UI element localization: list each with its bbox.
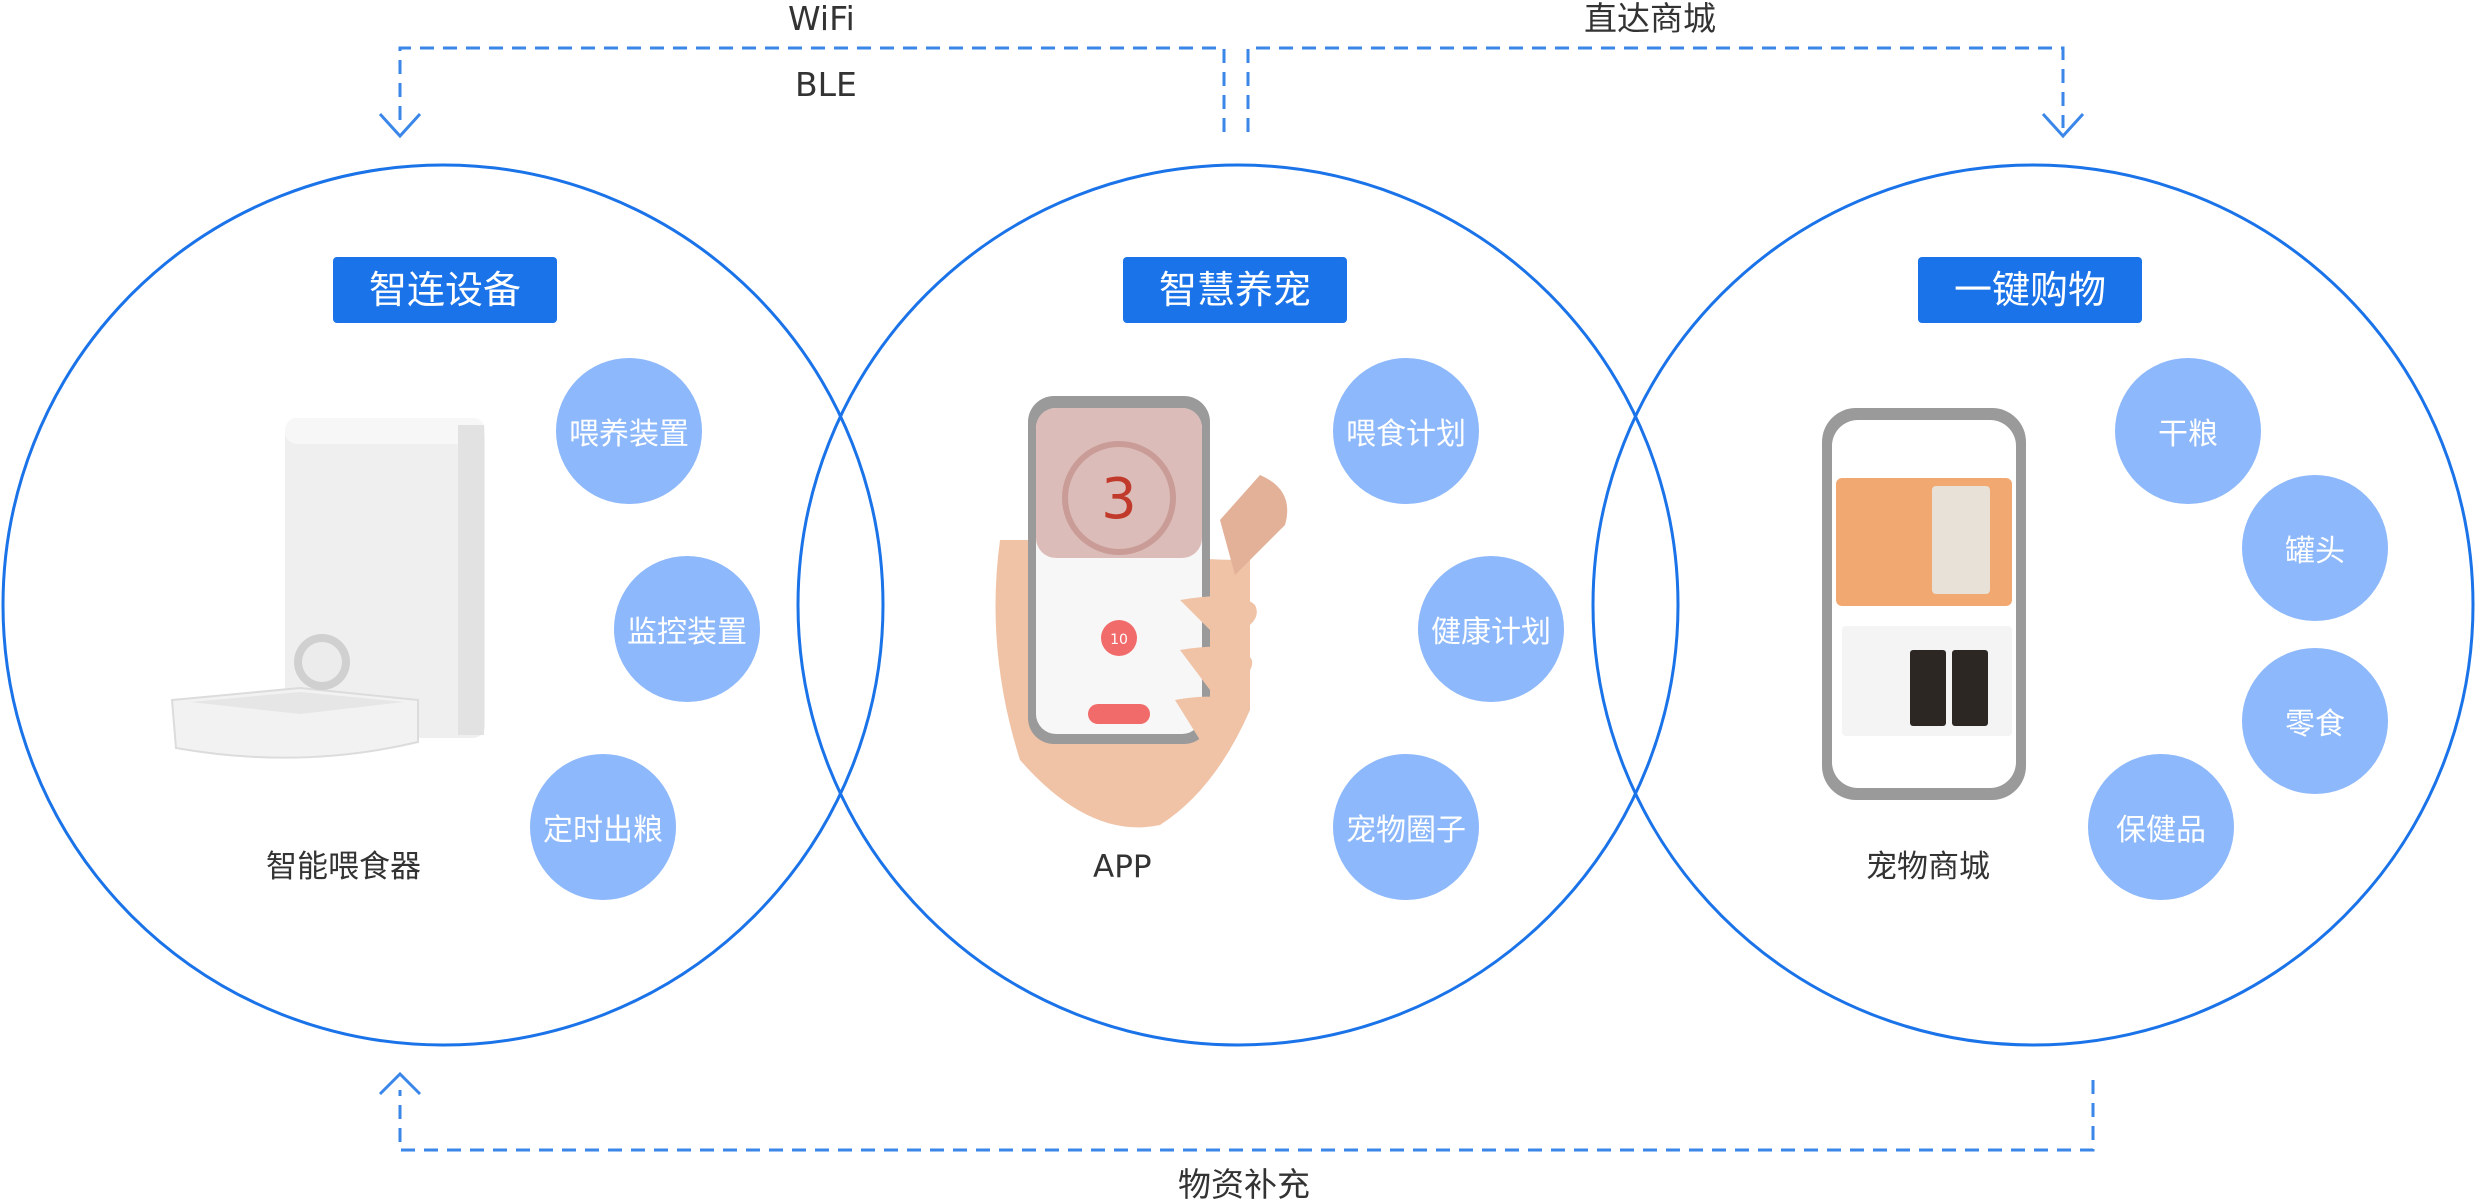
app-circle	[796, 163, 1680, 1047]
replenish-label: 物资补充	[1178, 1165, 1310, 1204]
wifi-label: WiFi	[788, 0, 855, 38]
replenish-connector	[398, 1080, 2095, 1152]
feature-bubble-feeding-device: 喂养装置	[556, 358, 702, 504]
app-caption: APP	[1093, 849, 1152, 885]
feature-bubble-timed-feeding: 定时出粮	[530, 754, 676, 900]
ble-label: BLE	[795, 65, 857, 104]
feature-bubble-health-plan: 健康计划	[1418, 556, 1564, 702]
feature-bubble-snacks: 零食	[2242, 648, 2388, 794]
feature-bubble-supplements: 保健品	[2088, 754, 2234, 900]
device-circle	[1, 163, 885, 1047]
feeder-image	[170, 418, 485, 759]
feeder-caption: 智能喂食器	[266, 849, 421, 885]
app-phone-image: 3 10	[995, 396, 1288, 828]
feature-bubble-canned-food: 罐头	[2242, 475, 2388, 621]
mall-circle	[1591, 163, 2475, 1047]
mall-arrow-head	[2041, 112, 2085, 139]
feature-bubble-monitoring-device: 监控装置	[614, 556, 760, 702]
device-title: 智连设备	[333, 257, 557, 323]
wifi-ble-connector	[398, 46, 1226, 132]
direct-mall-label: 直达商城	[1584, 0, 1716, 38]
feature-bubble-dry-food: 干粮	[2115, 358, 2261, 504]
direct-mall-connector	[1246, 46, 2065, 132]
wifi-arrow-head	[378, 112, 422, 139]
feature-bubble-pet-circle: 宠物圈子	[1333, 754, 1479, 900]
app-title: 智慧养宠	[1123, 257, 1347, 323]
svg-text:3: 3	[1101, 467, 1137, 532]
mall-caption: 宠物商城	[1866, 849, 1990, 885]
mall-phone-image	[1822, 408, 2026, 800]
replenish-arrow-head	[378, 1071, 422, 1096]
feature-bubble-feeding-plan: 喂食计划	[1333, 358, 1479, 504]
mall-title: 一键购物	[1918, 257, 2142, 323]
svg-text:10: 10	[1110, 632, 1128, 648]
